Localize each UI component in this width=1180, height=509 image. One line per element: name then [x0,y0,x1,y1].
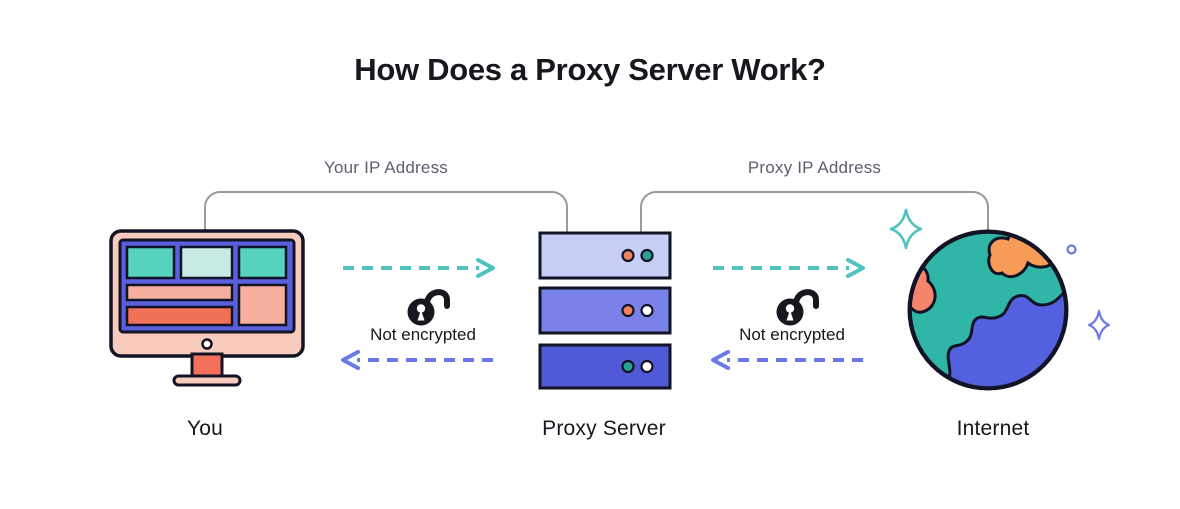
your-ip-label: Your IP Address [324,158,448,177]
server-led [640,248,654,263]
open-padlock-icon [407,289,450,326]
your-ip-bracket-connector [204,191,568,233]
not-encrypted-label: Not encrypted [370,325,476,344]
dashed-arrow-left-icon [341,350,493,370]
proxy-ip-label: Proxy IP Address [747,158,882,177]
browser-tile [125,245,176,280]
monitor-button [201,338,213,350]
dashed-arrow-right-icon [713,258,865,278]
four-point-star-icon [1087,309,1111,341]
page-title: How Does a Proxy Server Work? [354,52,826,87]
server-stack-icon [538,231,672,390]
not-encrypted-label: Not encrypted [739,325,845,344]
small-ring-icon [1066,244,1077,255]
dashed-arrow-left-icon [711,350,863,370]
globe-icon [889,208,1111,391]
node-label-you: You [186,417,224,440]
server-led [640,303,654,318]
server-led [621,303,635,318]
server-led [640,359,654,374]
proxy-ip-bracket-connector [640,191,989,232]
server-led [621,248,635,263]
open-padlock-icon [776,289,819,326]
browser-bar [125,305,234,327]
browser-tile [179,245,234,280]
monitor-base [172,374,242,387]
four-point-star-icon [889,208,923,250]
browser-bar [125,283,234,302]
node-label-internet: Internet [956,417,1030,440]
browser-tile [237,245,288,280]
browser-tile [237,283,288,327]
dashed-arrow-right-icon [343,258,495,278]
desktop-computer-icon [109,229,305,387]
node-label-proxy-server: Proxy Server [542,417,666,440]
monitor-stand [190,352,224,380]
server-led [621,359,635,374]
